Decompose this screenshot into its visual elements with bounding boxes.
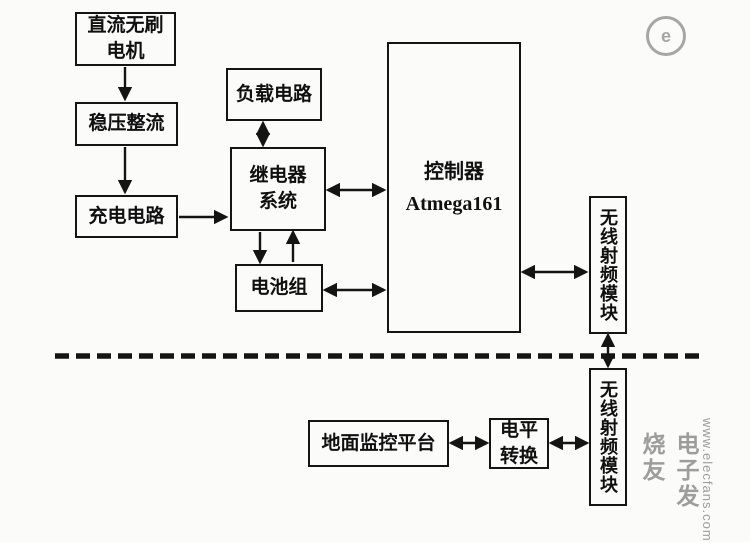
watermark-logo-glyph: e: [660, 25, 671, 46]
load-circuit-label: 负载电路: [235, 83, 312, 105]
level-converter-label: 电平 转换: [499, 419, 538, 467]
box-charging-circuit: 充电电路: [75, 195, 178, 238]
watermark-logo-icon: e: [646, 16, 686, 56]
charging-circuit-label: 充电电路: [88, 205, 165, 227]
watermark-url-text: www.elecfans.com: [700, 418, 715, 542]
box-voltage-regulator-rectifier: 稳压整流: [75, 102, 178, 146]
voltage-regulator-rectifier-label: 稳压整流: [88, 113, 165, 135]
box-ground-monitoring-platform: 地面监控平台: [308, 420, 449, 467]
watermark-brand-text: 电子发烧友: [639, 432, 698, 510]
box-controller-atmega161: 控制器 Atmega161: [387, 42, 521, 333]
box-relay-system: 继电器 系统: [230, 147, 326, 231]
dc-brushless-motor-label: 直流无刷 电机: [87, 15, 164, 62]
relay-system-label: 继电器 系统: [249, 165, 307, 212]
block-diagram: 直流无刷 电机 稳压整流 充电电路 负载电路 继电器 系统 电池组 控制器 At…: [55, 12, 715, 542]
box-level-converter: 电平 转换: [489, 418, 549, 469]
rf-module-ground-label: 无线射频模块: [598, 380, 618, 494]
connector-layer: [55, 67, 703, 451]
box-rf-module-ground: 无线射频模块: [589, 368, 627, 506]
battery-pack-label: 电池组: [250, 277, 308, 299]
box-dc-brushless-motor: 直流无刷 电机: [75, 12, 176, 66]
box-battery-pack: 电池组: [235, 264, 323, 312]
box-rf-module-airborne: 无线射频模块: [589, 196, 627, 334]
rf-module-airborne-label: 无线射频模块: [598, 208, 618, 322]
box-load-circuit: 负载电路: [226, 68, 322, 121]
ground-monitoring-platform-label: 地面监控平台: [321, 432, 436, 454]
controller-atmega161-label: 控制器 Atmega161: [405, 160, 503, 215]
